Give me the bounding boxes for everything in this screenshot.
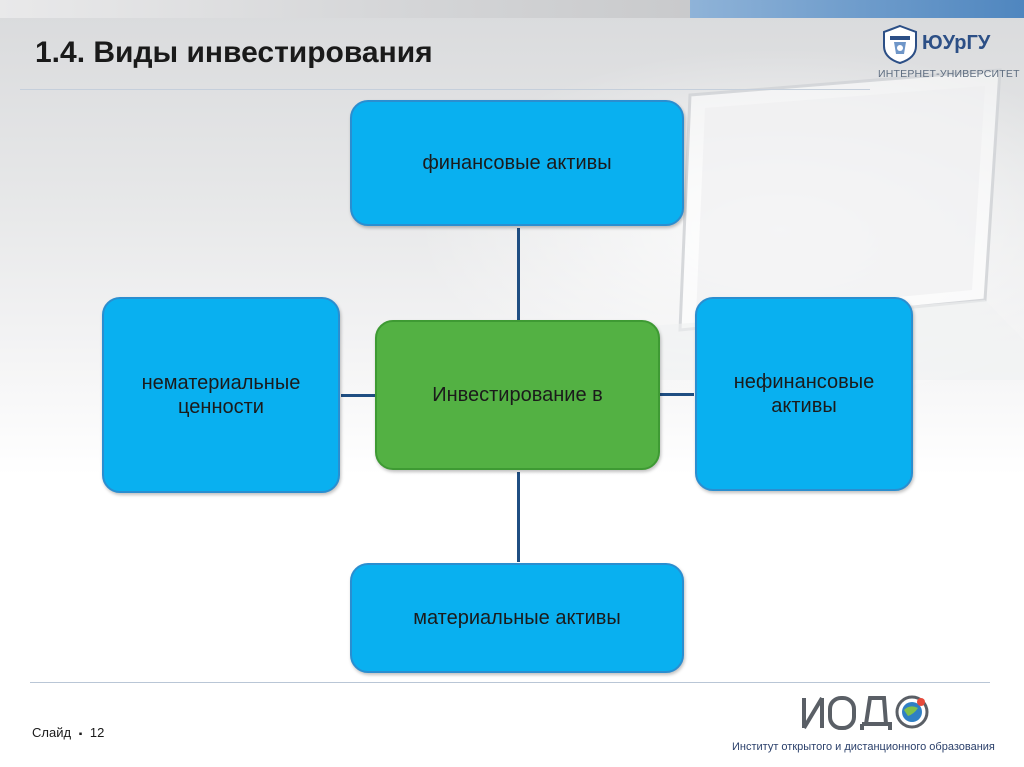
iodo-logo-graphic	[802, 695, 929, 730]
connector-left	[341, 394, 375, 397]
footer-divider	[30, 682, 990, 683]
susu-logo: ЮУрГУ ИНТЕРНЕТ-УНИВЕРСИТЕТ	[878, 20, 1020, 86]
connector-right	[660, 393, 694, 396]
box-investing-center-label: Инвестирование в	[432, 384, 603, 406]
top-bar-gray	[0, 0, 690, 18]
box-intangible-values: нематериальные ценности	[102, 297, 340, 493]
box-intangible-values-label: нематериальные ценности	[141, 372, 301, 418]
title-divider	[20, 89, 870, 90]
susu-logo-subtitle: ИНТЕРНЕТ-УНИВЕРСИТЕТ	[878, 68, 1020, 80]
box-non-financial-assets: нефинансовые активы	[695, 297, 913, 491]
slide-number-label: Слайд ▪ 12	[32, 725, 104, 740]
slide-number: 12	[89, 725, 105, 740]
box-non-financial-assets-label: нефинансовые активы	[733, 371, 875, 417]
susu-emblem-icon	[883, 24, 917, 64]
box-investing-center: Инвестирование в	[375, 320, 660, 470]
box-material-assets: материальные активы	[350, 563, 684, 673]
box-material-assets-label: материальные активы	[413, 607, 621, 629]
connector-bottom	[517, 472, 520, 562]
iodo-logo	[800, 690, 935, 734]
connector-top	[517, 228, 520, 320]
susu-logo-name: ЮУрГУ	[922, 32, 991, 54]
institute-name: Институт открытого и дистанционного обра…	[732, 741, 995, 753]
slide-word: Слайд	[32, 725, 72, 740]
page-title: 1.4. Виды инвестирования	[35, 36, 433, 69]
slide-separator: ▪	[78, 729, 83, 740]
box-financial-assets-label: финансовые активы	[422, 152, 612, 174]
box-financial-assets: финансовые активы	[350, 100, 684, 226]
top-bar-blue	[690, 0, 1024, 18]
